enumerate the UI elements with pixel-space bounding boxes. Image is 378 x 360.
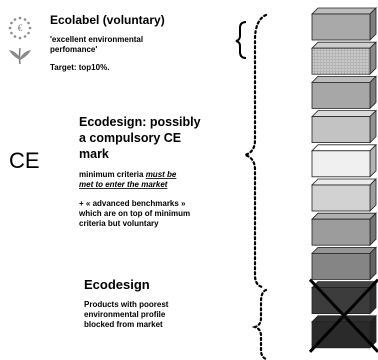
blocked-cross-icon bbox=[308, 278, 378, 353]
ce-mark-icon: CE bbox=[9, 148, 40, 173]
product-block bbox=[311, 280, 377, 315]
product-blocks bbox=[308, 7, 378, 353]
product-block bbox=[311, 143, 377, 178]
ecodesign-ce-title-2: a compulsory CE bbox=[79, 131, 181, 145]
ecodesign-line-2: environmental profile bbox=[84, 310, 166, 319]
criteria-line-1: minimum criteria must be bbox=[79, 170, 177, 179]
advanced-line-3: criteria but voluntary bbox=[79, 219, 159, 228]
ecodesign-ce-title-3: mark bbox=[79, 147, 109, 161]
ecolabel-target: Target: top10%. bbox=[50, 63, 109, 72]
product-block bbox=[311, 109, 377, 144]
product-block bbox=[311, 314, 377, 349]
criteria-line-2: met to enter the market bbox=[79, 180, 168, 189]
ecolabel-brace bbox=[235, 21, 247, 59]
svg-text:€: € bbox=[18, 23, 23, 33]
ecodesign-line-1: Products with poorest bbox=[84, 300, 169, 309]
ecodesign-line-3: blocked from market bbox=[84, 320, 163, 329]
product-block bbox=[311, 41, 377, 76]
advanced-line-2: which are on top of minimum bbox=[78, 209, 190, 218]
ecolabel-line2: perfomance' bbox=[50, 45, 97, 54]
ecolabel-line1: 'excellent environmental bbox=[50, 35, 143, 44]
ecolabel-title: Ecolabel (voluntary) bbox=[50, 13, 165, 27]
product-block bbox=[311, 246, 377, 281]
ecodesign-ce-title-1: Ecodesign: possibly bbox=[79, 115, 201, 129]
ecolabel-flower-icon: € bbox=[8, 16, 32, 65]
product-block bbox=[311, 75, 377, 110]
ecodesign-brace bbox=[251, 288, 268, 360]
product-block bbox=[311, 178, 377, 212]
ecodesign-ce-brace bbox=[241, 13, 268, 289]
product-block bbox=[311, 212, 377, 247]
advanced-line-1: + « advanced benchmarks » bbox=[79, 199, 186, 208]
product-block bbox=[311, 7, 377, 41]
ecodesign-title: Ecodesign bbox=[84, 277, 150, 292]
